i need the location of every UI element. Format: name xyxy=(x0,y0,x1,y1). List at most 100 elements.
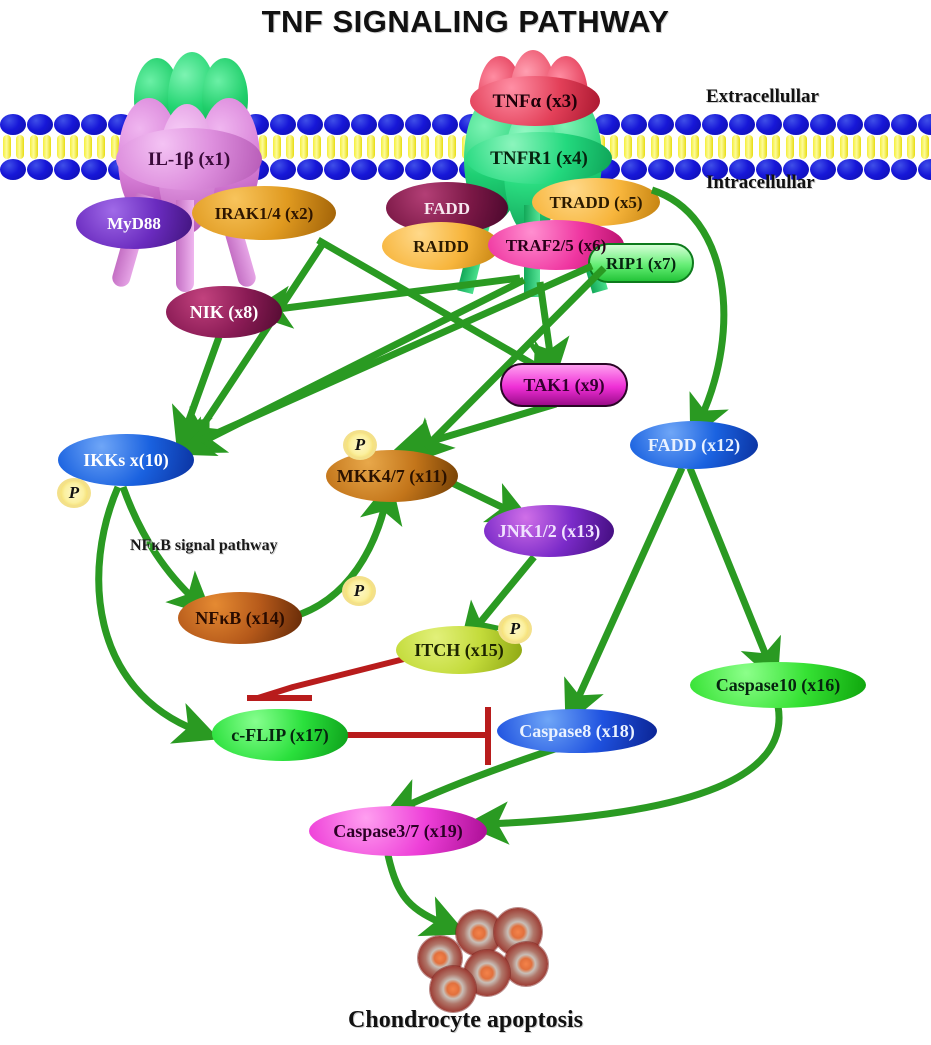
node-tnfr1[interactable]: TNFR1 (x4) xyxy=(466,132,612,184)
page-title: TNF SIGNALING PATHWAY xyxy=(261,4,670,39)
phospholipid-head xyxy=(783,114,809,135)
phospholipid-tail-pair xyxy=(54,134,80,160)
phosphate-marker-mkk47: P xyxy=(343,430,377,460)
phospholipid-head xyxy=(837,159,863,180)
phospholipid-head xyxy=(297,159,323,180)
node-irak1-4[interactable]: IRAK1/4 (x2) xyxy=(192,186,336,240)
phospholipid-head xyxy=(729,114,755,135)
apoptotic-cell xyxy=(430,966,476,1012)
phospholipid-tail-pair xyxy=(81,134,107,160)
phospholipid-head xyxy=(783,159,809,180)
edge-rip1-to-mkk47 xyxy=(408,265,607,465)
phospholipid-tail-pair xyxy=(702,134,728,160)
edge-tak1-to-mkk47 xyxy=(389,400,558,462)
phospholipid-tail-pair xyxy=(324,134,350,160)
edge-ikks-to-nfkb xyxy=(119,485,213,617)
phospholipid-head xyxy=(729,159,755,180)
phospholipid-head xyxy=(432,159,458,180)
edge-traf25-to-tak1 xyxy=(526,281,570,383)
node-cflip[interactable]: c-FLIP (x17) xyxy=(212,709,348,761)
phospholipid-tail-pair xyxy=(891,134,917,160)
phospholipid-tail-pair xyxy=(675,134,701,160)
edge-nik-to-ikks xyxy=(171,335,223,453)
node-tak1[interactable]: TAK1 (x9) xyxy=(500,363,628,407)
edge-caspase37-to-apoptosis xyxy=(384,854,468,937)
node-caspase8[interactable]: Caspase8 (x18) xyxy=(497,709,657,753)
node-jnk1-2[interactable]: JNK1/2 (x13) xyxy=(484,505,614,557)
node-tnfr1-label: TNFR1 (x4) xyxy=(490,147,588,169)
node-tnfa[interactable]: TNFα (x3) xyxy=(470,76,600,126)
node-il1b[interactable]: IL-1β (x1) xyxy=(116,128,262,190)
node-tradd[interactable]: TRADD (x5) xyxy=(532,178,660,226)
edge-mkk47-to-jnk12 xyxy=(446,477,533,523)
phosphate-marker-ikks-label: P xyxy=(68,483,80,502)
phospholipid-head xyxy=(756,114,782,135)
phospholipid-tail-pair xyxy=(378,134,404,160)
apoptotic-chondrocyte-cluster xyxy=(408,908,568,1012)
node-myd88-label: MyD88 xyxy=(107,213,161,233)
node-caspase10[interactable]: Caspase10 (x16) xyxy=(690,662,866,708)
node-traf2-5-label: TRAF2/5 (x6) xyxy=(505,235,607,255)
intracellular-label: Intracellullar xyxy=(706,172,815,193)
node-nfkb-label: NFκB (x14) xyxy=(195,608,285,628)
phospholipid-head xyxy=(837,114,863,135)
node-mkk4-7[interactable]: MKK4/7 (x11) xyxy=(326,450,458,502)
node-ikks[interactable]: IKKs x(10) xyxy=(58,434,194,486)
node-cflip-label: c-FLIP (x17) xyxy=(231,725,329,745)
phospholipid-head xyxy=(702,159,728,180)
node-caspase10-label: Caspase10 (x16) xyxy=(715,675,841,695)
nfkb-pathway-note: NFκB signal pathway xyxy=(130,537,278,554)
edge-fadd12-to-caspase8 xyxy=(564,466,686,727)
phospholipid-tail-pair xyxy=(351,134,377,160)
phospholipid-tail-pair xyxy=(648,134,674,160)
phospholipid-head xyxy=(0,114,26,135)
edge-tradd-to-fadd12 xyxy=(650,186,729,441)
phospholipid-head xyxy=(675,159,701,180)
edge-itch-inhibits-cflip xyxy=(257,653,417,701)
node-nik-label: NIK (x8) xyxy=(189,302,259,322)
phospholipid-tail-pair xyxy=(270,134,296,160)
extracellular-label: Extracellullar xyxy=(706,86,819,107)
phospholipid-tail-pair xyxy=(837,134,863,160)
node-traf2-5[interactable]: TRAF2/5 (x6) xyxy=(488,220,624,270)
apoptotic-cell xyxy=(504,942,548,986)
edge-traf25-to-nik xyxy=(247,274,521,329)
node-tnfa-label: TNFα (x3) xyxy=(492,90,578,112)
node-tak1-label: TAK1 (x9) xyxy=(523,375,605,395)
node-mkk4-7-label: MKK4/7 (x11) xyxy=(336,466,448,486)
node-rip1[interactable]: RIP1 (x7) xyxy=(588,243,694,283)
node-caspase3-7-label: Caspase3/7 (x19) xyxy=(333,821,463,841)
phospholipid-head xyxy=(81,114,107,135)
phospholipid-head xyxy=(351,114,377,135)
phospholipid-head xyxy=(891,114,917,135)
phospholipid-head xyxy=(864,159,890,180)
phospholipid-head xyxy=(297,114,323,135)
phosphate-marker-itch: P xyxy=(498,614,532,644)
edge-nfkb-to-mkk47 xyxy=(290,478,403,621)
phospholipid-tail-pair xyxy=(918,134,931,160)
phospholipid-head xyxy=(54,114,80,135)
node-myd88[interactable]: MyD88 xyxy=(76,197,192,249)
node-raidd[interactable]: RAIDD xyxy=(382,222,500,270)
node-nfkb[interactable]: NFκB (x14) xyxy=(178,592,302,644)
phospholipid-head xyxy=(810,114,836,135)
phosphate-marker-nfkb: P xyxy=(342,576,376,606)
node-fadd12[interactable]: FADD (x12) xyxy=(630,421,758,469)
node-caspase3-7[interactable]: Caspase3/7 (x19) xyxy=(309,806,487,856)
phospholipid-head xyxy=(621,159,647,180)
phospholipid-tail-pair xyxy=(810,134,836,160)
phospholipid-tail-pair xyxy=(621,134,647,160)
node-nik[interactable]: NIK (x8) xyxy=(166,286,282,338)
phospholipid-head xyxy=(405,114,431,135)
phospholipid-head xyxy=(432,114,458,135)
phospholipid-head xyxy=(324,114,350,135)
edge-fadd12-to-caspase10 xyxy=(686,466,781,685)
phospholipid-tail-pair xyxy=(729,134,755,160)
node-rip1-label: RIP1 (x7) xyxy=(605,253,677,273)
phospholipid-head xyxy=(351,159,377,180)
edge-caspase8-to-caspase37 xyxy=(381,740,572,819)
node-tradd-label: TRADD (x5) xyxy=(549,192,643,212)
phosphate-marker-nfkb-label: P xyxy=(353,581,365,600)
phospholipid-head xyxy=(81,159,107,180)
